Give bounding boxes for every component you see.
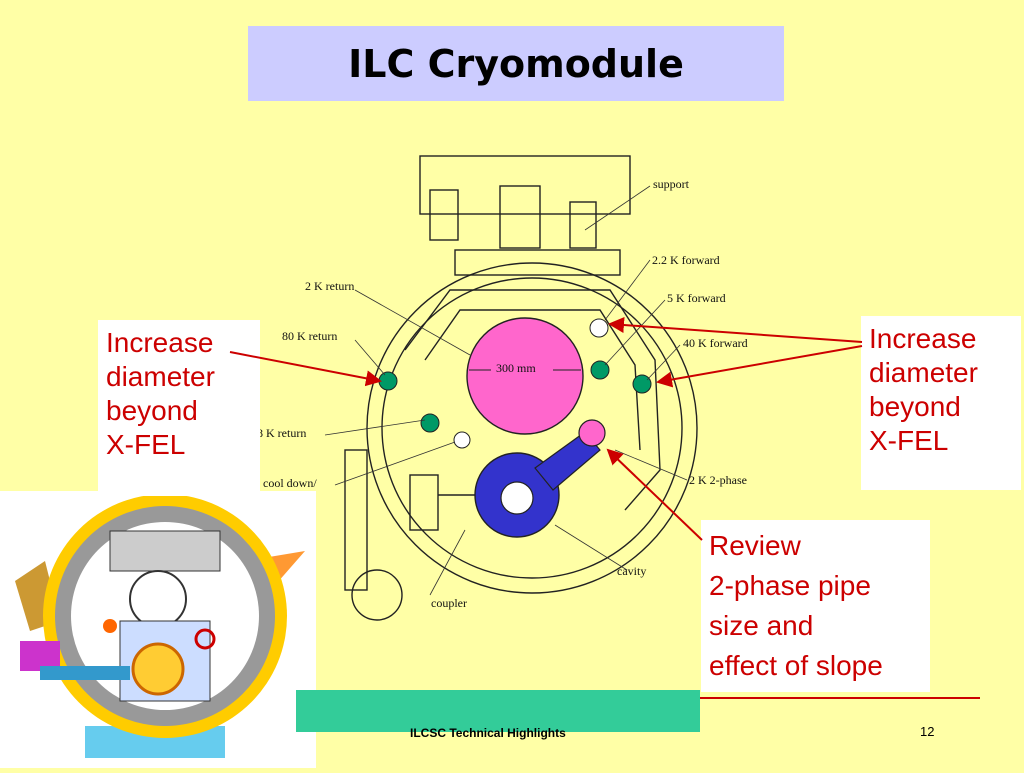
cavity-bore xyxy=(500,481,534,515)
model-drawing xyxy=(15,494,305,758)
cryomodule-3d-model xyxy=(0,491,316,768)
callout-line: Review xyxy=(709,530,801,561)
callout-line: beyond xyxy=(106,395,198,426)
label-22k-forward: 2.2 K forward xyxy=(652,253,720,267)
pipe-22k-forward xyxy=(589,318,609,338)
bore-label: 300 mm xyxy=(496,361,536,375)
vacuum-vessel-inner xyxy=(381,277,683,579)
pipe-5k-forward xyxy=(590,360,610,380)
label-cavity: cavity xyxy=(617,564,646,578)
pipe-8k-return xyxy=(420,413,440,433)
vacuum-vessel-outer xyxy=(366,262,698,594)
callout-review-two-phase: Review 2-phase pipe size and effect of s… xyxy=(701,520,930,692)
thermal-shield-5k xyxy=(424,309,641,451)
callout-increase-diameter-left: Increase diameter beyond X-FEL xyxy=(98,320,260,496)
footer-text: ILCSC Technical Highlights xyxy=(410,726,566,740)
footer-band xyxy=(296,690,700,732)
model-red-ring xyxy=(194,628,216,650)
lower-port xyxy=(351,569,403,621)
page-number: 12 xyxy=(920,724,935,739)
model-orange-dot xyxy=(103,619,117,633)
callout-line: diameter xyxy=(106,361,215,392)
pipe-40k-forward xyxy=(632,374,652,394)
label-80k-return: 80 K return xyxy=(282,329,337,343)
callout-line: X-FEL xyxy=(106,429,186,460)
model-cavity xyxy=(131,642,185,696)
pipe-cooldown xyxy=(453,431,471,449)
label-2k-2phase: 2 K 2-phase xyxy=(689,473,747,487)
label-coupler: coupler xyxy=(431,596,467,610)
label-cool-down: cool down/ xyxy=(263,476,317,490)
support-center xyxy=(499,185,541,249)
label-support: support xyxy=(653,177,690,191)
model-blue-rail xyxy=(40,666,130,680)
callout-line: size and xyxy=(709,610,814,641)
model-top-box xyxy=(109,530,221,572)
support-post-left xyxy=(429,189,459,241)
slide-title: ILC Cryomodule xyxy=(348,41,684,86)
callout-increase-diameter-right: Increase diameter beyond X-FEL xyxy=(861,316,1021,490)
label-40k-forward: 40 K forward xyxy=(683,336,748,350)
model-big-pipe xyxy=(129,570,187,628)
callout-line: Increase xyxy=(869,323,977,354)
support-frame xyxy=(419,155,631,215)
lower-flange xyxy=(344,449,368,591)
two-phase-pipe xyxy=(534,431,601,491)
footer-divider xyxy=(700,697,980,699)
coupler-port xyxy=(409,474,439,531)
support-post-right xyxy=(569,201,597,249)
callout-line: 2-phase pipe xyxy=(709,570,871,601)
callout-line: effect of slope xyxy=(709,650,883,681)
bore-label-bg xyxy=(491,359,553,377)
callout-line: Increase xyxy=(106,327,214,358)
label-8k-return: 8 K return xyxy=(257,426,306,440)
callout-line: beyond xyxy=(869,391,961,422)
cryomodule-cross-section: 300 mm support 2.2 K forward 2 K return … xyxy=(257,155,748,621)
two-phase-header xyxy=(578,419,606,447)
label-5k-forward: 5 K forward xyxy=(667,291,726,305)
title-box: ILC Cryomodule xyxy=(248,26,784,101)
label-2k-return: 2 K return xyxy=(305,279,354,293)
support-plate xyxy=(454,249,621,276)
callout-line: X-FEL xyxy=(869,425,949,456)
pipe-80k-return xyxy=(378,371,398,391)
callout-line: diameter xyxy=(869,357,978,388)
